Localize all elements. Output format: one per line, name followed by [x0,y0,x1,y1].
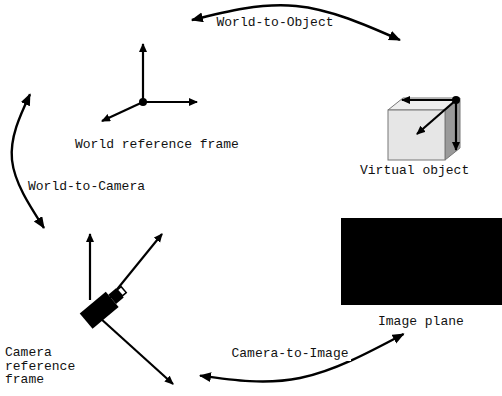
camera-body [80,282,130,329]
frame-node: Image plane [338,216,502,334]
object-axes [402,96,460,150]
image-plane [341,218,502,305]
frame-node: Camera reference frame [5,228,200,392]
edge-label: World-to-Object [214,16,335,30]
edge-label: World-to-Camera [26,180,147,194]
transform-arrow [200,334,404,382]
frame-label: Image plane [378,315,464,329]
frame-node: World reference frame [30,20,250,155]
frame-label: Camera reference frame [5,346,81,387]
frame-label: World reference frame [75,138,239,152]
frame-label: Virtual object [360,164,469,178]
frame-node: Virtual object [355,40,480,180]
transform-arrow [12,94,44,228]
world-axes [102,44,197,121]
edge-label: Camera-to-Image [229,347,350,361]
transform-arrow [192,5,400,40]
virtual-cube [388,98,460,160]
